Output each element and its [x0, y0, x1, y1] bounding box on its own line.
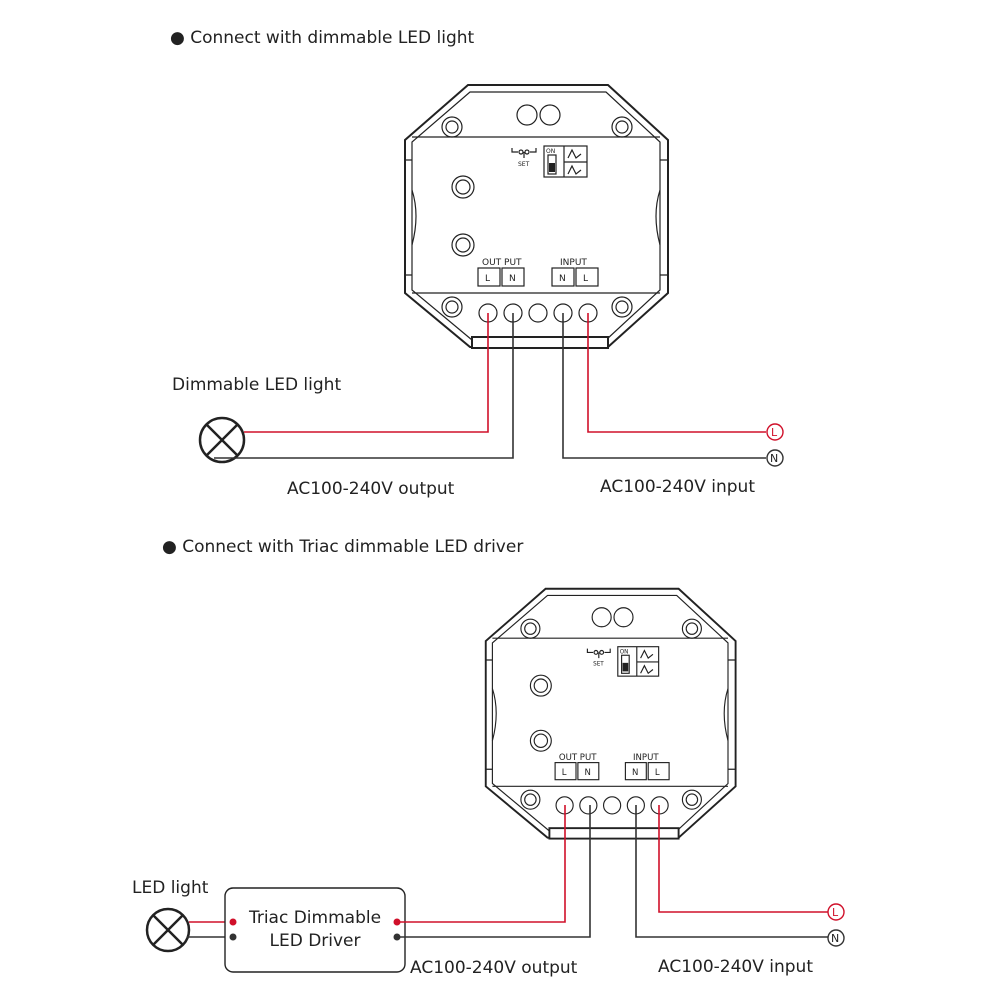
live-terminal: L [832, 906, 839, 919]
svg-text:OUT PUT: OUT PUT [559, 753, 597, 763]
svg-text:ON: ON [546, 148, 555, 155]
output-neutral-wire [397, 805, 591, 938]
output-neutral-wire [214, 313, 514, 459]
section1-heading: ● Connect with dimmable LED light [170, 28, 475, 48]
svg-text:L: L [562, 768, 567, 778]
input-label-1: AC100-240V input [600, 477, 755, 497]
output-label-1: AC100-240V output [287, 479, 455, 499]
neutral-terminal: N [831, 932, 839, 945]
lamp-icon [198, 416, 246, 464]
svg-text:INPUT: INPUT [560, 258, 587, 268]
input-live-wire [658, 805, 828, 913]
triac-driver-box [224, 887, 406, 973]
section2-heading: ● Connect with Triac dimmable LED driver [162, 537, 523, 557]
lamp-icon [145, 907, 191, 953]
svg-text:N: N [509, 274, 516, 284]
controller-device-1: ON SET OUT PUT INPUT L N N L [404, 84, 669, 349]
svg-text:INPUT: INPUT [633, 753, 659, 763]
svg-text:ON: ON [620, 649, 629, 655]
load-label-2: LED light [132, 878, 209, 898]
svg-text:N: N [585, 768, 591, 778]
svg-text:OUT PUT: OUT PUT [482, 258, 522, 268]
svg-text:L: L [583, 274, 588, 284]
svg-text:L: L [485, 274, 490, 284]
live-terminal: L [771, 426, 778, 439]
svg-text:N: N [632, 768, 638, 778]
output-live-wire [397, 805, 566, 923]
svg-text:SET: SET [593, 662, 604, 668]
controller-device-2: ON SET OUT PUT INPUT L N N L [484, 587, 737, 840]
svg-text:SET: SET [518, 161, 530, 168]
output-label-2: AC100-240V output [410, 958, 578, 978]
input-neutral-wire [562, 313, 766, 459]
input-live-wire [587, 313, 766, 433]
input-label-2: AC100-240V input [658, 957, 813, 977]
load-label-1: Dimmable LED light [172, 375, 341, 395]
svg-text:L: L [655, 768, 660, 778]
neutral-terminal: N [770, 452, 778, 465]
driver-label-line1: Triac Dimmable [248, 908, 381, 928]
svg-text:N: N [559, 274, 566, 284]
input-neutral-wire [635, 805, 828, 938]
output-live-wire [244, 313, 489, 433]
driver-label-line2: LED Driver [269, 931, 360, 951]
